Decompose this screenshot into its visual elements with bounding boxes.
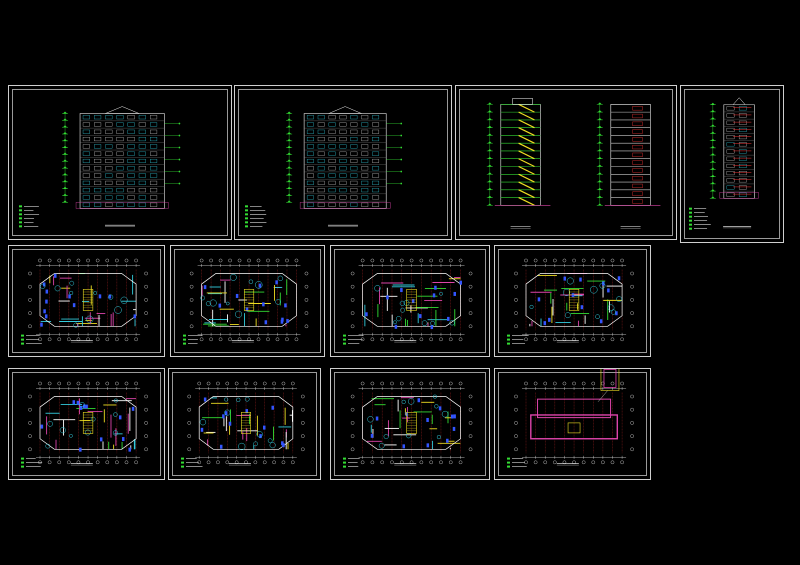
sheet-drawing [21,381,148,468]
sheet-frame [334,249,486,353]
sheet-sections[interactable] [455,85,677,240]
sheet-frame [238,89,448,236]
sheet-frame [174,249,321,353]
sheet-frame [334,372,486,476]
sheet-floor-plan-3[interactable] [330,245,490,357]
sheet-drawing [486,98,661,229]
sheet-frame [498,249,647,353]
sheet-drawing [507,369,634,468]
sheet-frame [12,89,228,236]
sheet-floor-plan-1[interactable] [8,245,165,357]
sheet-frame [172,372,317,476]
sheet-frame [459,89,673,236]
sheet-floor-plan-6[interactable] [168,368,321,480]
sheet-drawing [343,258,473,345]
sheet-drawing [689,97,759,230]
sheet-frame [684,89,780,239]
sheet-drawing [245,106,403,228]
sheet-frame [498,372,647,476]
sheet-floor-plan-2[interactable] [170,245,325,357]
sheet-drawing [181,381,305,468]
sheet-side-elevation[interactable] [680,85,784,243]
sheet-drawing [19,106,181,228]
sheet-rear-elevation[interactable] [234,85,452,240]
sheet-drawing [21,258,148,345]
sheet-roof-plan[interactable] [494,368,651,480]
sheet-front-elevation[interactable] [8,85,232,240]
sheet-floor-plan-5[interactable] [8,368,165,480]
sheet-frame [12,372,161,476]
sheet-drawing [507,258,634,345]
sheet-drawing [343,381,473,468]
sheet-floor-plan-4[interactable] [494,245,651,357]
sheet-frame [12,249,161,353]
sheet-drawing [183,258,309,345]
sheet-floor-plan-7[interactable] [330,368,490,480]
